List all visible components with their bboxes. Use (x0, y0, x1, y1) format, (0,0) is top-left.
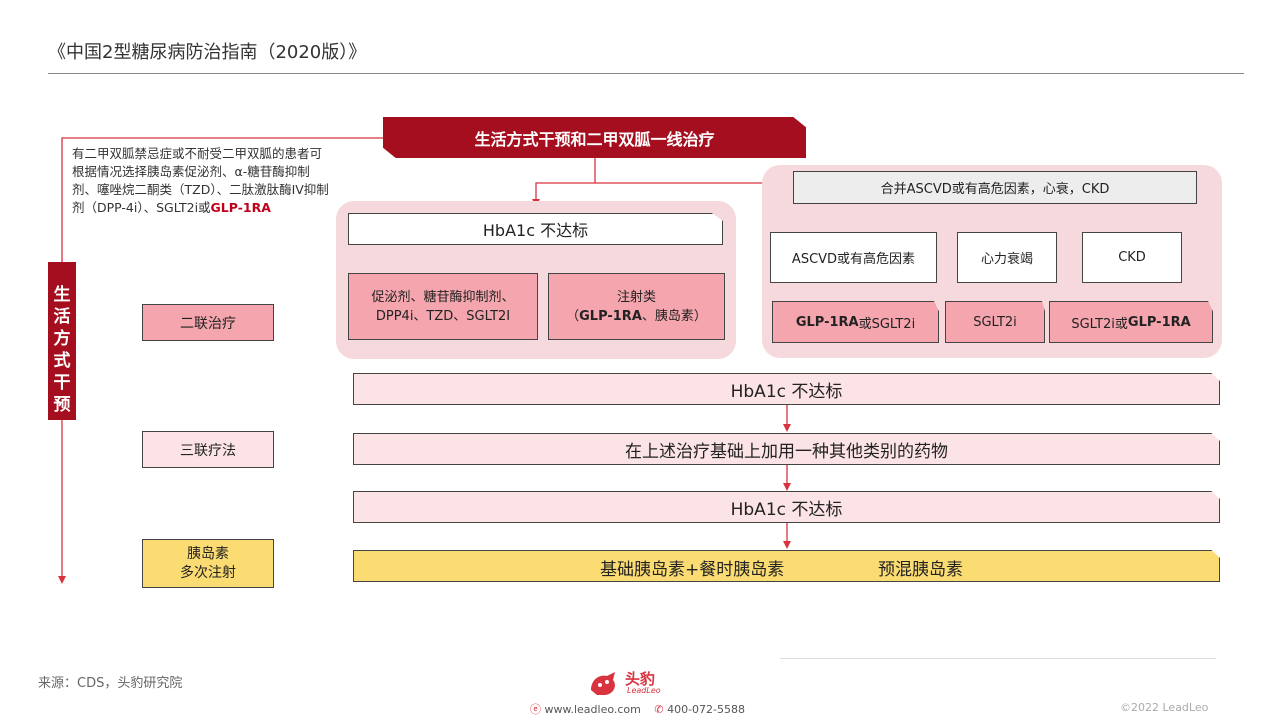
first-line-banner: 生活方式干预和二甲双胍一线治疗 (383, 117, 806, 158)
ascvd-drug-rest: 或SGLT2i (858, 316, 916, 332)
lifestyle-vertical-bar: 生活方式干预 (48, 262, 76, 420)
footer-divider (780, 658, 1216, 659)
insulin-label-line1: 胰岛素 (187, 545, 229, 562)
add-drug-step: 在上述治疗基础上加用一种其他类别的药物 (353, 433, 1220, 465)
phone-number: 400-072-5588 (667, 703, 746, 716)
leopard-logo-icon (591, 672, 615, 695)
comorbidity-header-box: 合并ASCVD或有高危因素，心衰，CKD (793, 171, 1197, 204)
injection-post: 、胰岛素） (641, 308, 707, 324)
oral-drugs-box: 促泌剂、糖苷酶抑制剂、DPP4i、TZD、SGLT2I (348, 273, 538, 340)
basal-bolus-insulin: 基础胰岛素+餐时胰岛素 (600, 560, 785, 580)
leadleo-logo: 头豹 LeadLeo (587, 668, 687, 698)
insulin-step (353, 550, 1220, 582)
ckd-drug-glp: GLP-1RA (1127, 314, 1191, 330)
ckd-box: CKD (1082, 232, 1182, 283)
premixed-insulin: 预混胰岛素 (878, 560, 963, 580)
copyright: ©2022 LeadLeo (1120, 701, 1209, 714)
triple-therapy-label: 三联疗法 (142, 431, 274, 468)
website-link[interactable]: www.leadleo.com (544, 703, 641, 716)
hba1c-step-2: HbA1c 不达标 (353, 491, 1220, 523)
note-highlight: GLP-1RA (210, 200, 271, 215)
insulin-label-line2: 多次注射 (180, 564, 236, 581)
ascvd-box: ASCVD或有高危因素 (770, 232, 937, 283)
phone-icon: ✆ (654, 703, 664, 716)
injection-pre: （ (566, 308, 580, 324)
left-hba1c-box: HbA1c 不达标 (348, 213, 723, 245)
ascvd-drug-glp: GLP-1RA (795, 314, 859, 330)
heart-failure-box: 心力衰竭 (957, 232, 1057, 283)
page-title: 《中国2型糖尿病防治指南（2020版）》 (48, 42, 367, 63)
contraindication-note: 有二甲双胍禁忌症或不耐受二甲双胍的患者可根据情况选择胰岛素促泌剂、α-糖苷酶抑制… (72, 145, 334, 217)
insulin-injection-label: 胰岛素 多次注射 (142, 539, 274, 588)
injection-title: 注射类 (616, 289, 656, 305)
injection-detail: （GLP-1RA、胰岛素） (566, 307, 707, 326)
injection-glp: GLP-1RA (579, 308, 642, 324)
source-note: 来源：CDS，头豹研究院 (38, 676, 183, 691)
ckd-drug-pre: SGLT2i或 (1071, 316, 1128, 332)
hf-drug-box: SGLT2i (945, 301, 1045, 343)
contact-info: ⓔ www.leadleo.com ✆ 400-072-5588 (530, 701, 745, 717)
hba1c-step-1: HbA1c 不达标 (353, 373, 1220, 405)
injection-drugs-box: 注射类 （GLP-1RA、胰岛素） (548, 273, 725, 340)
logo-cn: 头豹 (625, 670, 656, 688)
dual-therapy-label: 二联治疗 (142, 304, 274, 341)
logo-en: LeadLeo (627, 686, 661, 695)
title-divider (48, 73, 1244, 74)
note-text: 有二甲双胍禁忌症或不耐受二甲双胍的患者可根据情况选择胰岛素促泌剂、α-糖苷酶抑制… (72, 146, 329, 215)
web-icon: ⓔ (530, 703, 541, 716)
